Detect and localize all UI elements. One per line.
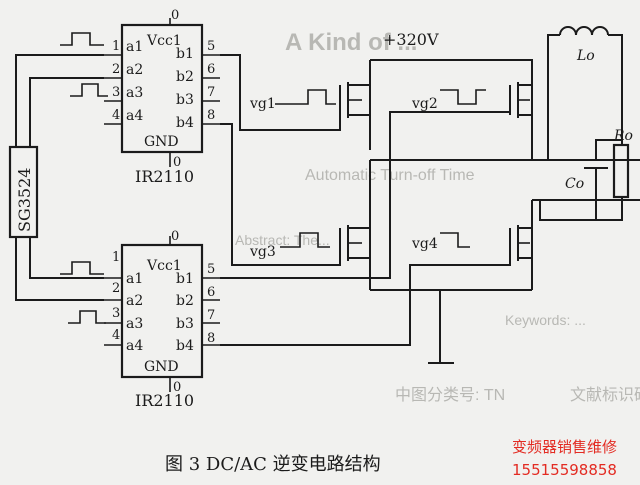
ic-top-vcc-label: Vcc1 (146, 33, 182, 49)
gate-wiring (220, 54, 511, 346)
sg3524-label: SG3524 (15, 168, 34, 232)
label-lo: Lo (576, 48, 595, 64)
ic-top-pin-8: 8 (207, 108, 215, 123)
ic-bottom-pin-1: 1 (112, 250, 120, 265)
ic-top-gnd-label: GND (144, 134, 179, 150)
ic-top-pin-7: 7 (207, 85, 215, 100)
mosfet-q3 (339, 160, 371, 290)
ic-top-pin-4: 4 (112, 108, 120, 123)
ic-bottom-label-a3: a3 (126, 316, 143, 332)
ic-top-pin-top: 0 (171, 8, 179, 23)
ic-bottom-ir2110: 0 0 Vcc1 GND IR2110 1 2 3 4 a1 a2 a3 a4 … (104, 229, 220, 410)
mosfet-q2 (509, 70, 533, 160)
ic-bottom-label-b3: b3 (176, 316, 194, 332)
ic-bottom-pin-top: 0 (171, 229, 179, 244)
ic-bottom-pin-2: 2 (112, 281, 120, 296)
ic-top-body (120, 23, 204, 154)
ic-top-label-b2: b2 (176, 69, 194, 85)
ic-bottom-label-a1: a1 (126, 271, 143, 287)
ic-bottom-vcc-label: Vcc1 (146, 258, 182, 274)
ic-bottom-pin-bottom: 0 (173, 380, 181, 395)
ghost-line-2: Abstract: The... (235, 232, 330, 248)
watermark-line-2: 15515598858 (512, 461, 617, 479)
pulse-bottom-a1 (60, 261, 104, 275)
sg3524-body (8, 145, 39, 239)
input-pulses (60, 32, 108, 324)
pulse-bottom-a3 (68, 310, 106, 324)
ic-top-label-a3: a3 (126, 85, 143, 101)
resistor-ro (612, 143, 630, 199)
ic-bottom-pin-8: 8 (207, 331, 215, 346)
ic-bottom-label-b1: b1 (176, 271, 194, 287)
pulse-top-a3 (70, 83, 108, 97)
label-vg3: vg3 (249, 244, 276, 260)
ic-top-label-a2: a2 (126, 62, 143, 78)
ic-top-label-b3: b3 (176, 92, 194, 108)
ic-top-ir2110: 0 0 Vcc1 GND IR2110 1 2 3 4 a1 a2 a3 a4 … (104, 8, 220, 186)
figure-caption: 图 3 DC/AC 逆变电路结构 (165, 454, 381, 475)
ghost-line-5: 文献标识码: B (570, 386, 640, 404)
ic-bottom-part-label: IR2110 (135, 391, 194, 410)
ic-top-label-b4: b4 (176, 115, 194, 131)
label-ro: Ro (613, 128, 633, 144)
ic-bottom-body (120, 243, 204, 379)
mosfet-q4 (509, 200, 533, 290)
ic-bottom-pin-4: 4 (112, 328, 120, 343)
pulse-vg1 (275, 89, 336, 105)
ic-top-label-a1: a1 (126, 39, 143, 55)
ic-bottom-label-a4: a4 (126, 338, 143, 354)
label-vg2: vg2 (411, 96, 438, 112)
ic-bottom-label-b2: b2 (176, 293, 194, 309)
pulse-vg4 (440, 232, 470, 248)
control-wiring (15, 54, 104, 301)
label-vg1: vg1 (249, 96, 276, 112)
sg3524-controller: SG3524 (8, 145, 39, 239)
ic-bottom-pin-5: 5 (207, 262, 215, 277)
supply-label: +320V (383, 30, 439, 49)
ic-top-pin-6: 6 (207, 62, 215, 77)
ic-top-pin-2: 2 (112, 62, 120, 77)
ic-top-pin-bottom: 0 (173, 155, 181, 170)
inductor-lo (559, 26, 609, 36)
ic-bottom-pin-7: 7 (207, 308, 215, 323)
ghost-heading: A Kind of ... (285, 29, 417, 56)
mosfet-bridge (339, 59, 640, 364)
ic-bottom-gnd-label: GND (144, 359, 179, 375)
pulse-vg2 (440, 89, 486, 105)
bleed-through-text: A Kind of ... Automatic Turn-off Time Ab… (235, 29, 640, 404)
pulse-vg3 (280, 232, 330, 248)
ic-top-pin-5: 5 (207, 39, 215, 54)
watermark-line-1: 变频器销售维修 (512, 438, 617, 456)
label-co: Co (565, 176, 584, 192)
ground-symbol (428, 290, 454, 364)
capacitor-co (584, 159, 608, 169)
positive-rail (370, 59, 533, 70)
ic-bottom-label-b4: b4 (176, 338, 194, 354)
ghost-line-4: 中图分类号: TN (395, 386, 505, 404)
gate-pulses (275, 89, 486, 248)
ic-top-pin-1: 1 (112, 39, 120, 54)
ic-top-pin-3: 3 (112, 85, 120, 100)
label-vg4: vg4 (411, 236, 438, 252)
mosfet-q1 (339, 60, 371, 150)
ic-bottom-label-a2: a2 (126, 293, 143, 309)
ic-bottom-pin-3: 3 (112, 306, 120, 321)
ic-top-label-b1: b1 (176, 46, 194, 62)
ic-bottom-pin-6: 6 (207, 285, 215, 300)
ic-top-part-label: IR2110 (135, 167, 194, 186)
ic-top-label-a4: a4 (126, 108, 143, 124)
ghost-line-3: Keywords: ... (505, 312, 586, 328)
pulse-top-a1 (60, 32, 104, 46)
output-load (539, 26, 630, 221)
